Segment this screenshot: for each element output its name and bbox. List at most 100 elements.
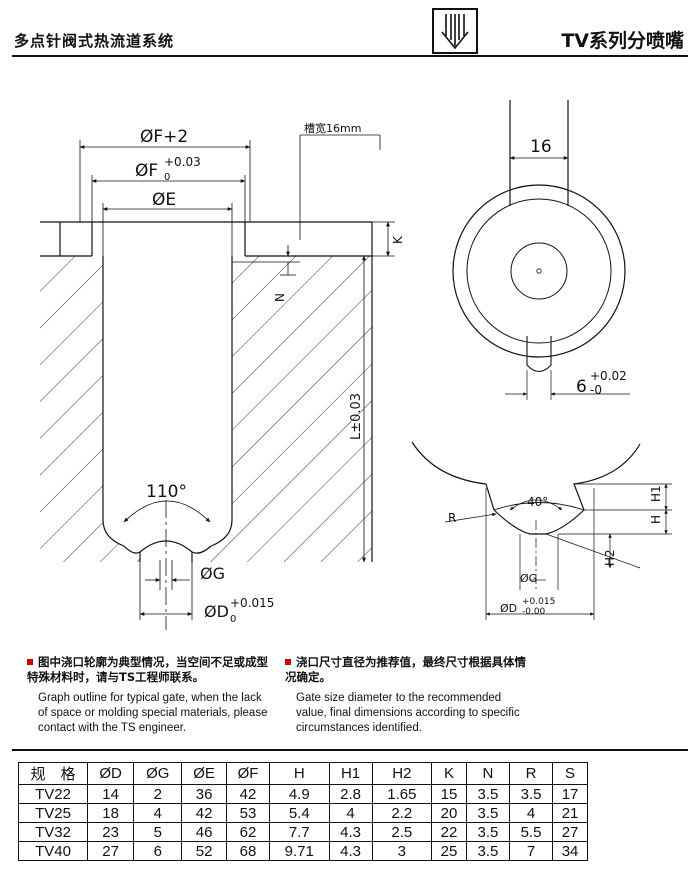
table-cell: 68 <box>225 841 271 861</box>
bullet-icon <box>285 659 291 665</box>
header-cell: H2 <box>371 762 433 785</box>
table-cell: 4 <box>328 803 373 823</box>
dim-6-sup: +0.02 <box>590 369 627 383</box>
table-cell: 21 <box>552 803 588 823</box>
header-cell: H1 <box>328 762 373 785</box>
table-divider <box>12 749 688 751</box>
product-series-title: TV系列分喷嘴 <box>561 30 684 52</box>
table-cell: 3 <box>371 841 433 861</box>
table-cell: 18 <box>86 803 135 823</box>
gate-plan-view: 16 6 +0.02 -0 <box>452 100 630 400</box>
dim-e-label: ØE <box>152 190 176 210</box>
bullet-icon <box>27 659 33 665</box>
table-cell: 5.4 <box>269 803 330 823</box>
dim-6-label: 6 <box>576 377 587 397</box>
specification-table: 规 格 ØD ØG ØE ØF H H1 H2 K N R S TV22 14 … <box>18 762 588 861</box>
table-cell: 3.5 <box>465 803 511 823</box>
header-cell: K <box>431 762 467 785</box>
dim-d0-label: ØD <box>204 602 229 621</box>
dim-n-label: N <box>273 293 287 302</box>
table-cell: 15 <box>431 784 467 804</box>
table-cell: 2.2 <box>371 803 433 823</box>
table-cell: 23 <box>86 822 135 842</box>
table-cell: 27 <box>552 822 588 842</box>
gate-detail-view: 40° R H H1 H2 ØG ØD +0.015 -0.00 <box>411 441 672 620</box>
dim-d0-sup: +0.015 <box>230 596 274 610</box>
dim-d0-sub: 0 <box>230 614 236 625</box>
table-cell: 34 <box>552 841 588 861</box>
table-cell: 25 <box>431 841 467 861</box>
table-cell: TV32 <box>18 822 88 842</box>
table-cell: 3.5 <box>465 841 511 861</box>
dim-d-small-sup: +0.015 <box>522 597 555 607</box>
nozzle-logo-icon <box>441 14 469 50</box>
table-cell: 4.3 <box>328 822 373 842</box>
table-cell: 2.8 <box>328 784 373 804</box>
table-cell: 17 <box>552 784 588 804</box>
table-cell: TV40 <box>18 841 88 861</box>
table-row: TV40 27 6 52 68 9.71 4.3 3 25 3.5 7 34 <box>18 841 588 861</box>
catalog-section-title: 多点针阀式热流道系统 <box>14 32 175 50</box>
table-cell: 42 <box>225 784 271 804</box>
table-cell: 52 <box>181 841 227 861</box>
table-cell: TV22 <box>18 784 88 804</box>
table-cell: 7 <box>508 841 554 861</box>
table-row: TV22 14 2 36 42 4.9 2.8 1.65 15 3.5 3.5 … <box>18 784 588 804</box>
dim-6-sub: -0 <box>590 383 602 397</box>
table-cell: 3.5 <box>465 784 511 804</box>
table-cell: 27 <box>86 841 135 861</box>
table-cell: 3.5 <box>465 822 511 842</box>
dim-16-label: 16 <box>530 137 552 157</box>
dim-f-plus2-label: ØF+2 <box>140 127 188 147</box>
dim-k-label: K <box>391 235 405 244</box>
table-cell: 2.5 <box>371 822 433 842</box>
table-cell: 9.71 <box>269 841 330 861</box>
dim-f0-label: ØF <box>135 161 158 181</box>
table-cell: 4 <box>133 803 183 823</box>
dim-h-label: H <box>649 515 663 524</box>
table-cell: 53 <box>225 803 271 823</box>
table-row: TV25 18 4 42 53 5.4 4 2.2 20 3.5 4 21 <box>18 803 588 823</box>
dim-h2-label: H2 <box>603 549 617 566</box>
angle-110-label: 110° <box>146 482 187 502</box>
note-gate-size: 浇口尺寸直径为推荐值，最终尺寸根据具体情况确定。 Gate size diame… <box>285 655 535 736</box>
slot-width-label: 槽宽16mm <box>304 121 361 135</box>
technical-drawing: ØF+2 ØF 0 +0.03 ØE 槽宽16mm K N L±0.03 110… <box>40 100 672 630</box>
table-cell: TV25 <box>18 803 88 823</box>
header-divider <box>12 55 688 57</box>
dim-g-small-label: ØG <box>520 572 537 585</box>
table-cell: 6 <box>133 841 183 861</box>
table-header-row: 规 格 ØD ØG ØE ØF H H1 H2 K N R S <box>18 762 588 785</box>
header-cell: S <box>552 762 588 785</box>
table-cell: 42 <box>181 803 227 823</box>
dim-h1-label: H1 <box>649 485 663 502</box>
dim-f0-sub: 0 <box>164 172 170 183</box>
company-logo <box>432 8 478 54</box>
note-left-en: Graph outline for typical gate, when the… <box>38 692 268 734</box>
table-cell: 2 <box>133 784 183 804</box>
table-cell: 4 <box>508 803 554 823</box>
table-cell: 1.65 <box>371 784 433 804</box>
table-cell: 7.7 <box>269 822 330 842</box>
table-cell: 62 <box>225 822 271 842</box>
table-row: TV32 23 5 46 62 7.7 4.3 2.5 22 3.5 5.5 2… <box>18 822 588 842</box>
table-cell: 22 <box>431 822 467 842</box>
header-cell: N <box>465 762 511 785</box>
table-cell: 4.3 <box>328 841 373 861</box>
dim-r-label: R <box>448 511 456 525</box>
note-gate-outline: 图中浇口轮廓为典型情况，当空间不足或成型特殊材料时，请与TS工程师联系。 Gra… <box>27 655 272 736</box>
header-cell: ØD <box>86 762 135 785</box>
note-left-zh: 图中浇口轮廓为典型情况，当空间不足或成型特殊材料时，请与TS工程师联系。 <box>27 655 268 684</box>
table-cell: 14 <box>86 784 135 804</box>
header-cell: ØG <box>133 762 183 785</box>
table-cell: 46 <box>181 822 227 842</box>
note-right-zh: 浇口尺寸直径为推荐值，最终尺寸根据具体情况确定。 <box>285 655 526 684</box>
header-cell: 规 格 <box>18 762 88 785</box>
table-cell: 36 <box>181 784 227 804</box>
table-cell: 5 <box>133 822 183 842</box>
gate-section-view: ØF+2 ØF 0 +0.03 ØE 槽宽16mm K N L±0.03 110… <box>40 121 405 630</box>
table-cell: 5.5 <box>508 822 554 842</box>
dim-g-label: ØG <box>200 564 225 583</box>
dim-d-small-sub: -0.00 <box>522 607 546 617</box>
table-cell: 3.5 <box>508 784 554 804</box>
